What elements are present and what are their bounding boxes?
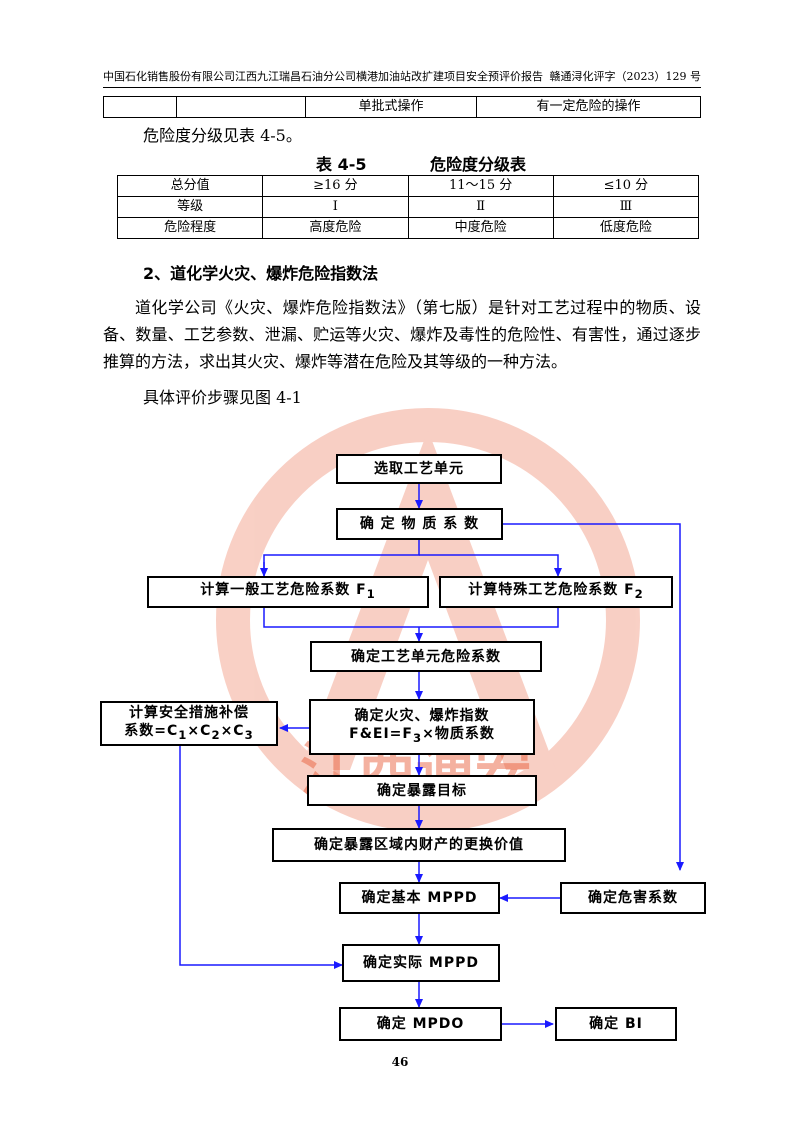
arrow-f1-join xyxy=(263,608,419,628)
flow-box-special-hazard-f2: 计算特殊工艺危险系数 F2 xyxy=(439,576,673,608)
flow-label: F&EI=F3×物质系数 xyxy=(349,725,495,747)
table-cell: 单批式操作 xyxy=(305,96,477,118)
flow-label: 确定暴露目标 xyxy=(377,782,467,799)
flow-subscript: 2 xyxy=(634,586,644,601)
flow-subscript: 1 xyxy=(178,727,188,742)
table-cell: 有一定危险的操作 xyxy=(476,96,701,118)
flow-label: 系数=C1×C2×C3 xyxy=(124,722,253,744)
section-title: 2、道化学火灾、爆炸危险指数法 xyxy=(143,264,379,283)
flow-box-fire-explosion-index: 确定火灾、爆炸指数 F&EI=F3×物质系数 xyxy=(309,699,535,755)
header-title: 中国石化销售股份有限公司江西九江瑞昌石油分公司横港加油站改扩建项目安全预评价报告 xyxy=(103,70,543,83)
flow-box-unit-hazard: 确定工艺单元危险系数 xyxy=(310,641,542,672)
table-cell: 中度危险 xyxy=(407,217,554,239)
header-report-number: 赣通浔化评字（2023）129 号 xyxy=(549,70,702,83)
flow-label-text: ×C xyxy=(220,722,245,739)
levels-intro: 危险度分级见表 4-5。 xyxy=(143,126,302,145)
flow-box-material-factor: 确 定 物 质 系 数 xyxy=(336,508,503,540)
table-cell: 危险程度 xyxy=(116,217,264,239)
table-number: 表 4-5 xyxy=(316,155,367,174)
flow-label: 计算一般工艺危险系数 F1 xyxy=(200,581,376,603)
flow-label: 计算安全措施补偿 xyxy=(129,704,249,721)
flow-label: 选取工艺单元 xyxy=(374,461,464,477)
flow-label: 确定基本 MPPD xyxy=(361,890,478,906)
arrow-f2-join xyxy=(419,608,559,628)
flow-label-text: ×物质系数 xyxy=(422,726,495,743)
flow-subscript: 2 xyxy=(211,727,221,742)
flow-box-general-hazard-f1: 计算一般工艺危险系数 F1 xyxy=(147,576,429,608)
flow-label-text: F&EI=F xyxy=(349,726,413,743)
flow-label: 计算特殊工艺危险系数 F2 xyxy=(468,581,644,603)
flow-label: 确定危害系数 xyxy=(588,890,678,906)
flow-label-text: 计算一般工艺危险系数 F xyxy=(200,582,367,599)
flow-box-select-unit: 选取工艺单元 xyxy=(336,454,502,484)
arrow-material-to-damage xyxy=(503,523,684,871)
flow-subscript: 1 xyxy=(366,586,376,601)
table-cell: ≤10 分 xyxy=(552,175,700,197)
section-paragraph: 道化学公司《火灾、爆炸危险指数法》（第七版）是针对工艺过程中的物质、设备、数量、… xyxy=(103,298,701,371)
flow-label-text: 计算特殊工艺危险系数 F xyxy=(468,582,635,599)
flow-label-text: 系数=C xyxy=(124,722,179,739)
figure-reference: 具体评价步骤见图 4-1 xyxy=(143,388,302,407)
flow-subscript: 3 xyxy=(244,727,254,742)
arrow-material-to-f2 xyxy=(419,554,562,577)
arrow-safety-to-actual-mppd xyxy=(179,746,343,969)
hazard-level-table: 总分值 ≥16 分 11～15 分 ≤10 分 等级 Ⅰ Ⅱ Ⅲ 危险程度 高度… xyxy=(116,175,700,239)
table-cell: 总分值 xyxy=(116,175,264,197)
page-number: 46 xyxy=(391,1055,409,1069)
flow-box-mpdo: 确定 MPDO xyxy=(339,1007,502,1041)
arrow-material-to-f1-f2 xyxy=(263,540,420,576)
previous-table-row: 单批式操作 有一定危险的操作 xyxy=(103,96,701,118)
flow-label-text: ×C xyxy=(187,722,212,739)
page-header: 中国石化销售股份有限公司江西九江瑞昌石油分公司横港加油站改扩建项目安全预评价报告… xyxy=(103,69,701,88)
flow-box-replacement-value: 确定暴露区域内财产的更换价值 xyxy=(272,828,566,862)
table-cell: 高度危险 xyxy=(262,217,409,239)
flow-label: 确定 MPDO xyxy=(376,1016,465,1032)
flow-box-damage-factor: 确定危害系数 xyxy=(560,882,706,914)
table-cell: ≥16 分 xyxy=(262,175,409,197)
flow-label: 确定 BI xyxy=(589,1016,643,1032)
table-row: 危险程度 高度危险 中度危险 低度危险 xyxy=(116,217,700,239)
flow-box-actual-mppd: 确定实际 MPPD xyxy=(342,944,500,982)
flow-box-safety-credit: 计算安全措施补偿 系数=C1×C2×C3 xyxy=(100,701,278,746)
table-row: 总分值 ≥16 分 11～15 分 ≤10 分 xyxy=(116,175,700,197)
flow-subscript: 3 xyxy=(412,730,423,745)
flow-label: 确定火灾、爆炸指数 xyxy=(354,708,490,725)
flow-label: 确定工艺单元危险系数 xyxy=(351,648,501,665)
flow-label: 确 定 物 质 系 数 xyxy=(359,516,480,532)
flow-box-basic-mppd: 确定基本 MPPD xyxy=(339,882,500,914)
flow-label: 确定实际 MPPD xyxy=(363,955,479,971)
flow-box-exposure-target: 确定暴露目标 xyxy=(307,775,537,806)
table-cell: 低度危险 xyxy=(552,217,700,239)
flow-box-bi: 确定 BI xyxy=(555,1007,677,1041)
table-title: 危险度分级表 xyxy=(430,155,527,174)
table-row: 等级 Ⅰ Ⅱ Ⅲ xyxy=(116,196,700,218)
table-row: 单批式操作 有一定危险的操作 xyxy=(103,96,701,118)
flow-label: 确定暴露区域内财产的更换价值 xyxy=(314,837,524,853)
